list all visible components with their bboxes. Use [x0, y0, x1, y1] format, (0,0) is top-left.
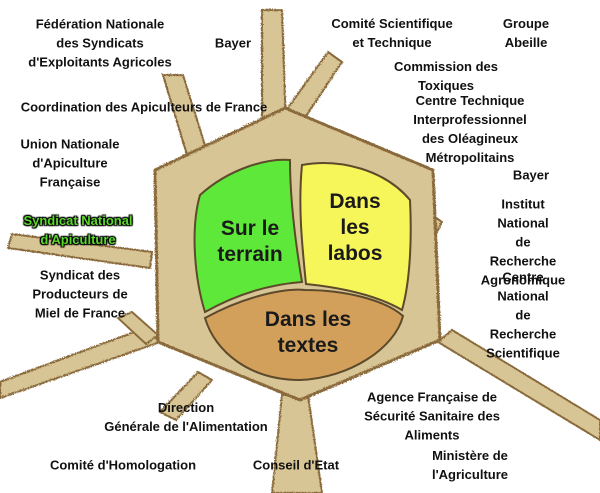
org-label-groupe-abeille: Groupe Abeille	[502, 16, 550, 50]
zone-terrain-label: Sur le terrain	[217, 217, 283, 266]
org-label-cnrs: Centre National de Recherche Scientifiqu…	[486, 269, 560, 361]
org-label-conseil-etat: Conseil d'Etat	[252, 457, 340, 473]
org-label-comite-homologation: Comité d'Homologation	[49, 457, 197, 473]
arm-left	[6, 232, 154, 270]
org-label-spmf: Syndicat des Producteurs de Miel de Fran…	[32, 267, 128, 321]
org-label-commission-toxiques: Commission des Toxiques	[393, 59, 499, 93]
arm-bottom-right	[436, 328, 600, 442]
org-label-dgal: Direction Générale de l'Alimentation	[104, 400, 268, 434]
org-label-bayer-2: Bayer	[512, 167, 550, 183]
zone-textes-shape	[203, 288, 405, 382]
org-label-afssa: Agence Française de Sécurité Sanitaire d…	[364, 389, 500, 443]
zone-terrain-shape	[193, 158, 304, 314]
org-label-unaf: Union Nationale d'Apiculture Française	[20, 136, 120, 190]
zone-labos-label: Dans les labos	[327, 190, 383, 265]
arm-bottom-left	[0, 326, 162, 400]
org-label-coordination-apiculteurs: Coordination des Apiculteurs de France	[20, 99, 268, 115]
zone-labos-shape	[299, 162, 412, 312]
zone-textes-label: Dans les textes	[264, 308, 352, 357]
org-label-bayer-1: Bayer	[214, 35, 252, 51]
org-label-fnsea: Fédération Nationale des Syndicats d'Exp…	[28, 16, 172, 70]
arm-center-bottom	[158, 370, 214, 422]
org-label-comite-scientifique: Comité Scientifique et Technique	[331, 16, 453, 50]
org-label-cetiom: Centre Technique Interprofessionnel des …	[413, 93, 527, 165]
org-label-ministere-agriculture: Ministère de l'Agriculture	[431, 448, 509, 482]
org-label-snapi: Syndicat National d'Apiculture	[23, 213, 133, 247]
arm-bottom-center	[270, 394, 324, 493]
org-label-inra: Institut National de Recherche Agronomiq…	[480, 196, 566, 288]
